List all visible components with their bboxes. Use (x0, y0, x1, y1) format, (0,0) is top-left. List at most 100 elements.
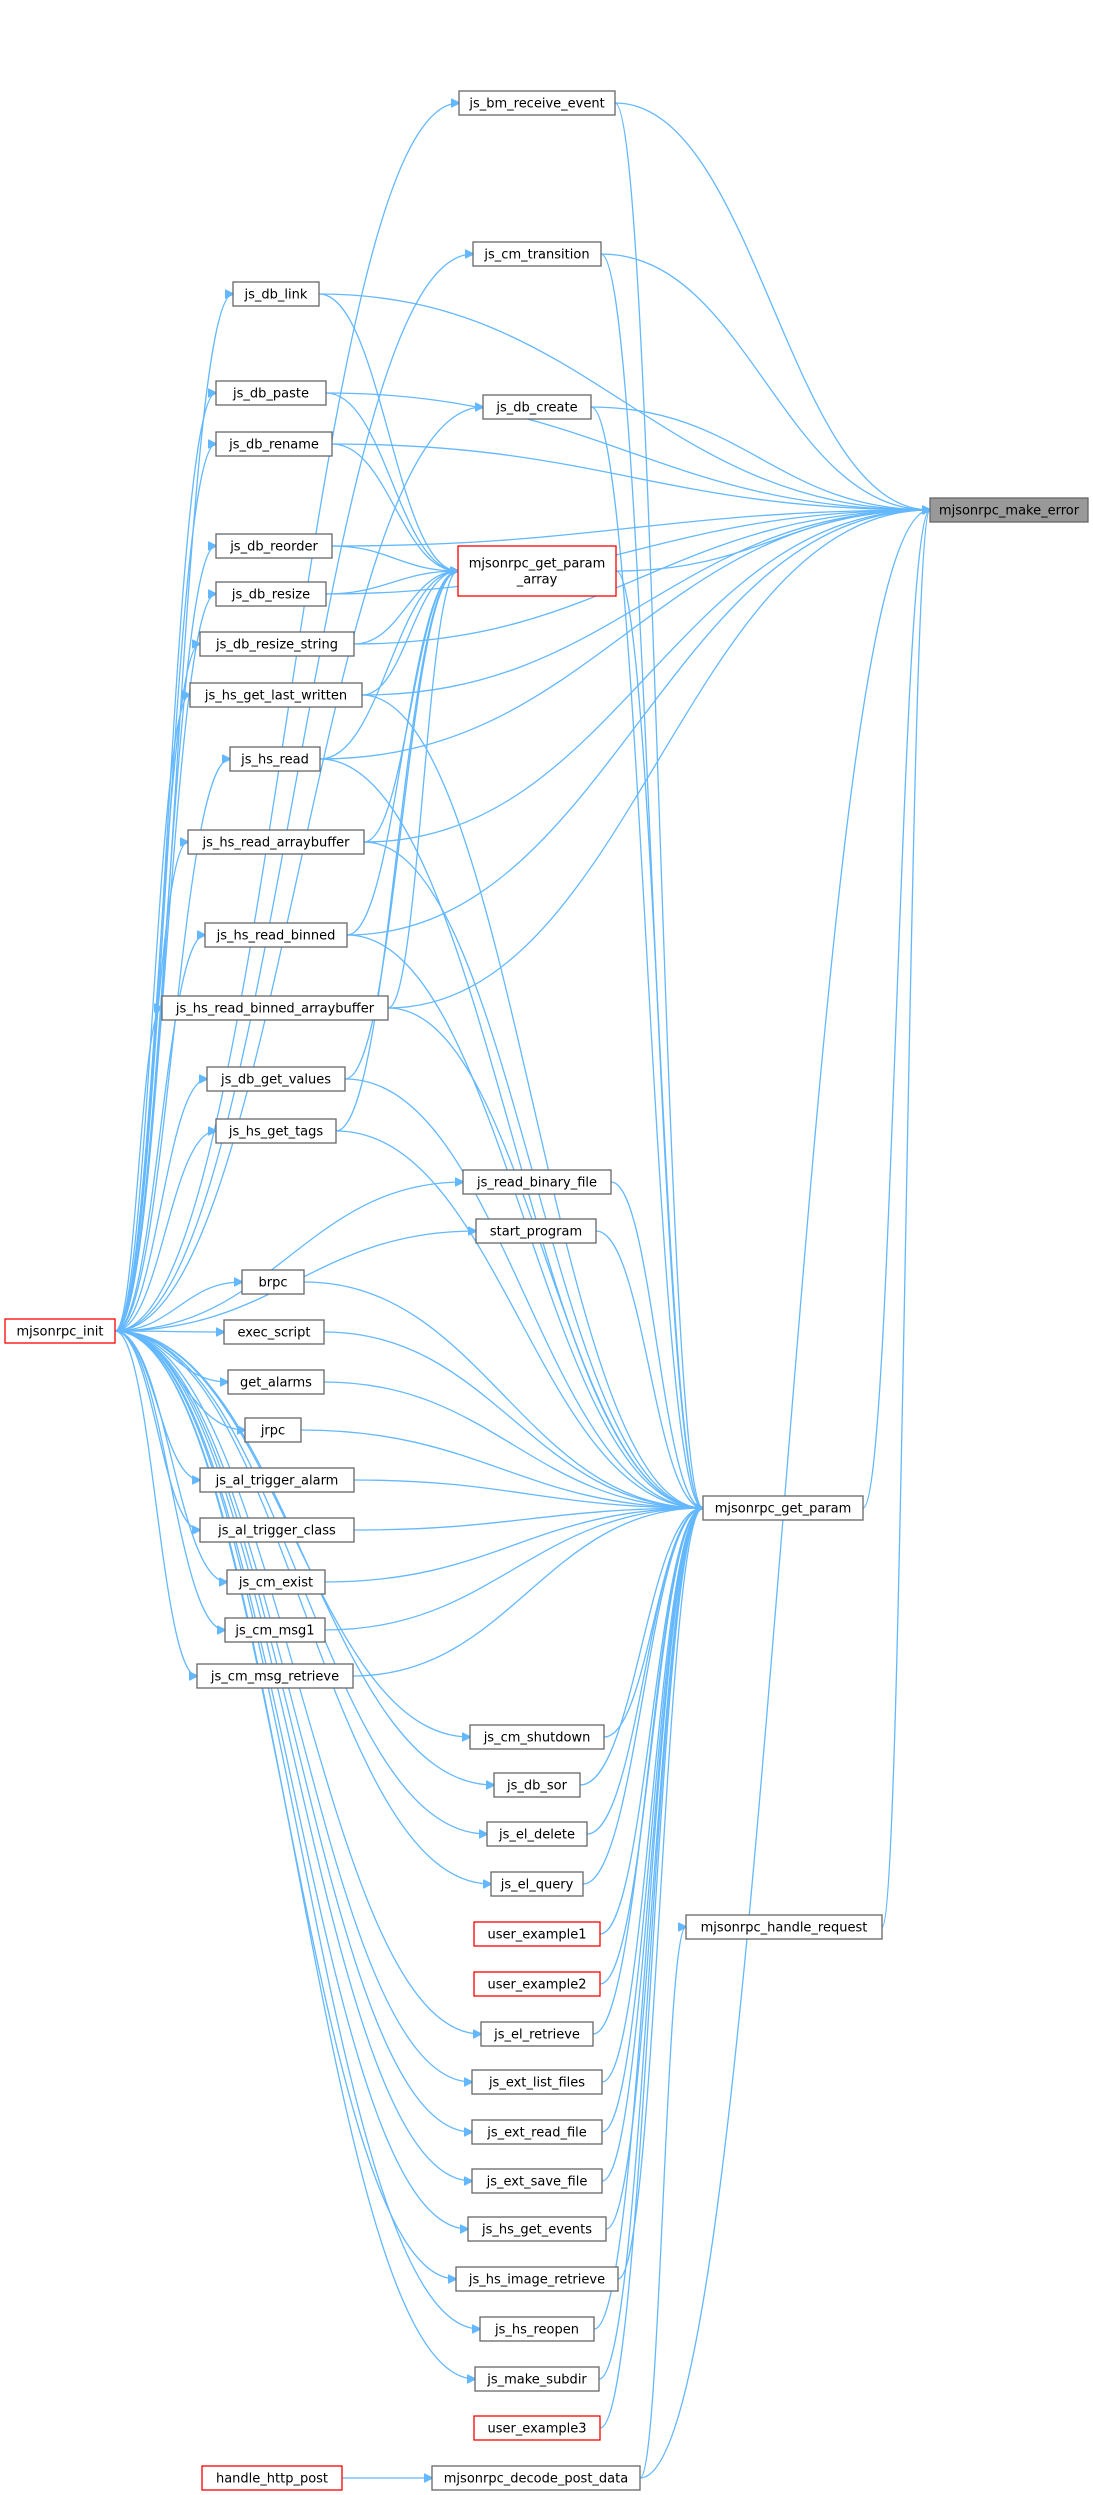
node-box (232, 281, 320, 307)
node-js-ext-save-file[interactable]: js_ext_save_file (471, 2168, 603, 2194)
node-mjsonrpc-decode-post-data[interactable]: mjsonrpc_decode_post_data (431, 2465, 641, 2491)
node-label: js_db_sor (506, 1779, 568, 1794)
node-box (227, 1369, 325, 1395)
node-js-read-binary-file[interactable]: js_read_binary_file (462, 1169, 612, 1195)
node-label: js_cm_shutdown (483, 1731, 591, 1746)
node-mjsonrpc-get-param[interactable]: mjsonrpc_get_param (702, 1495, 864, 1521)
edge-js-ext-save-file-to-get-param (601, 1508, 703, 2182)
node-js-cm-transition[interactable]: js_cm_transition (472, 241, 602, 267)
node-box (161, 995, 389, 1021)
edge-js-hs-read-binned-arraybuffer-to-make-error (387, 510, 930, 1009)
node-box (223, 1319, 325, 1345)
node-box (471, 2168, 603, 2194)
edge-js-db-get-values-to-get-param (344, 1078, 703, 1508)
node-js-cm-exist[interactable]: js_cm_exist (226, 1569, 326, 1595)
node-js-db-resize-string[interactable]: js_db_resize_string (199, 631, 355, 657)
node-label: handle_http_post (216, 2472, 328, 2487)
node-js-cm-shutdown[interactable]: js_cm_shutdown (469, 1724, 605, 1750)
node-js-hs-read-binned[interactable]: js_hs_read_binned (204, 922, 348, 948)
edge-js-hs-get-tags-to-get-param-array (335, 571, 458, 1132)
node-js-cm-msg1[interactable]: js_cm_msg1 (224, 1617, 326, 1643)
edge-init-to-js-el-query (114, 1330, 491, 1884)
node-js-db-paste[interactable]: js_db_paste (215, 380, 327, 406)
edge-js-al-trigger-alarm-to-get-param (353, 1479, 703, 1508)
node-js-el-delete[interactable]: js_el_delete (486, 1821, 588, 1847)
node-js-hs-read[interactable]: js_hs_read (229, 746, 321, 772)
node-js-hs-reopen[interactable]: js_hs_reopen (479, 2316, 595, 2342)
edge-js-db-link-to-get-param-array (318, 293, 458, 571)
node-box (229, 746, 321, 772)
edge-brpc-to-get-param (303, 1281, 703, 1508)
edge-init-to-js-hs-read-binned-arraybuffer (114, 1008, 162, 1332)
node-box (215, 533, 333, 559)
node-js-bm-receive-event[interactable]: js_bm_receive_event (458, 90, 616, 116)
node-jrpc[interactable]: jrpc (244, 1417, 302, 1443)
node-start-program[interactable]: start_program (475, 1218, 597, 1244)
edge-init-to-js-hs-get-events (114, 1330, 468, 2229)
node-box (472, 241, 602, 267)
edge-js-el-query-to-get-param (582, 1508, 703, 1885)
node-mjsonrpc-handle-request[interactable]: mjsonrpc_handle_request (685, 1914, 883, 1940)
edge-get-param-to-make-error (862, 510, 930, 1509)
node-label: js_al_trigger_class (217, 1524, 336, 1539)
node-js-el-query[interactable]: js_el_query (490, 1871, 584, 1897)
node-label: start_program (490, 1225, 582, 1240)
node-js-hs-get-tags[interactable]: js_hs_get_tags (215, 1118, 337, 1144)
edges-layer (114, 102, 930, 2478)
edge-start-program-to-get-param (595, 1230, 703, 1508)
node-js-hs-read-binned-arraybuffer[interactable]: js_hs_read_binned_arraybuffer (161, 995, 389, 1021)
node-exec-script[interactable]: exec_script (223, 1319, 325, 1345)
node-js-al-trigger-class[interactable]: js_al_trigger_class (199, 1517, 355, 1543)
node-user-example3[interactable]: user_example3 (473, 2415, 601, 2441)
edge-init-to-js-db-sor (114, 1330, 494, 1785)
edge-js-hs-read-to-get-param-array (319, 571, 458, 760)
edge-js-cm-msg-retrieve-to-get-param (352, 1508, 703, 1677)
edge-js-hs-read-to-get-param (319, 758, 703, 1508)
node-mjsonrpc-make-error[interactable]: mjsonrpc_make_error (929, 497, 1089, 523)
node-mjsonrpc-get-param-array[interactable]: mjsonrpc_get_param_array (457, 545, 617, 597)
node-js-db-reorder[interactable]: js_db_reorder (215, 533, 333, 559)
node-js-hs-read-arraybuffer[interactable]: js_hs_read_arraybuffer (187, 829, 365, 855)
node-box (201, 2465, 343, 2491)
node-box (196, 1663, 354, 1689)
node-js-al-trigger-alarm[interactable]: js_al_trigger_alarm (199, 1467, 355, 1493)
edge-js-db-reorder-to-make-error (331, 510, 930, 547)
edge-js-db-resize-to-make-error (325, 510, 930, 595)
node-label: js_ext_list_files (488, 2076, 585, 2091)
node-user-example1[interactable]: user_example1 (473, 1921, 601, 1947)
node-brpc[interactable]: brpc (241, 1269, 305, 1295)
node-js-db-get-values[interactable]: js_db_get_values (206, 1066, 346, 1092)
edge-js-hs-read-arraybuffer-to-make-error (363, 510, 930, 843)
node-js-db-resize[interactable]: js_db_resize (215, 581, 327, 607)
node-box (685, 1914, 883, 1940)
node-user-example2[interactable]: user_example2 (473, 1971, 601, 1997)
node-js-hs-image-retrieve[interactable]: js_hs_image_retrieve (455, 2266, 619, 2292)
edge-get-param-array-to-make-error (615, 510, 930, 572)
node-js-cm-msg-retrieve[interactable]: js_cm_msg_retrieve (196, 1663, 354, 1689)
edge-js-bm-receive-event-to-get-param (614, 102, 703, 1508)
node-js-hs-get-events[interactable]: js_hs_get_events (467, 2216, 607, 2242)
node-mjsonrpc-init[interactable]: mjsonrpc_init (4, 1318, 116, 1344)
edge-init-to-js-cm-msg-retrieve (114, 1330, 197, 1676)
node-js-el-retrieve[interactable]: js_el_retrieve (480, 2021, 594, 2047)
node-js-db-rename[interactable]: js_db_rename (215, 431, 333, 457)
node-box (457, 545, 617, 597)
node-js-ext-list-files[interactable]: js_ext_list_files (471, 2069, 603, 2095)
edge-init-to-js-read-binary-file (114, 1182, 463, 1332)
node-box (215, 431, 333, 457)
edge-init-to-js-hs-get-tags (114, 1131, 216, 1332)
node-js-db-sor[interactable]: js_db_sor (493, 1772, 581, 1798)
node-js-db-create[interactable]: js_db_create (482, 394, 592, 420)
node-js-make-subdir[interactable]: js_make_subdir (474, 2366, 600, 2392)
edge-js-make-subdir-to-get-param (598, 1508, 703, 2380)
node-label: js_db_create (495, 401, 577, 416)
node-handle-http-post[interactable]: handle_http_post (201, 2465, 343, 2491)
edge-js-read-binary-file-to-get-param (610, 1181, 703, 1508)
node-get-alarms[interactable]: get_alarms (227, 1369, 325, 1395)
node-js-db-link[interactable]: js_db_link (232, 281, 320, 307)
edge-js-db-paste-to-make-error (325, 392, 930, 510)
node-box (215, 581, 327, 607)
node-js-ext-read-file[interactable]: js_ext_read_file (471, 2119, 603, 2145)
node-js-hs-get-last-written[interactable]: js_hs_get_last_written (189, 682, 363, 708)
